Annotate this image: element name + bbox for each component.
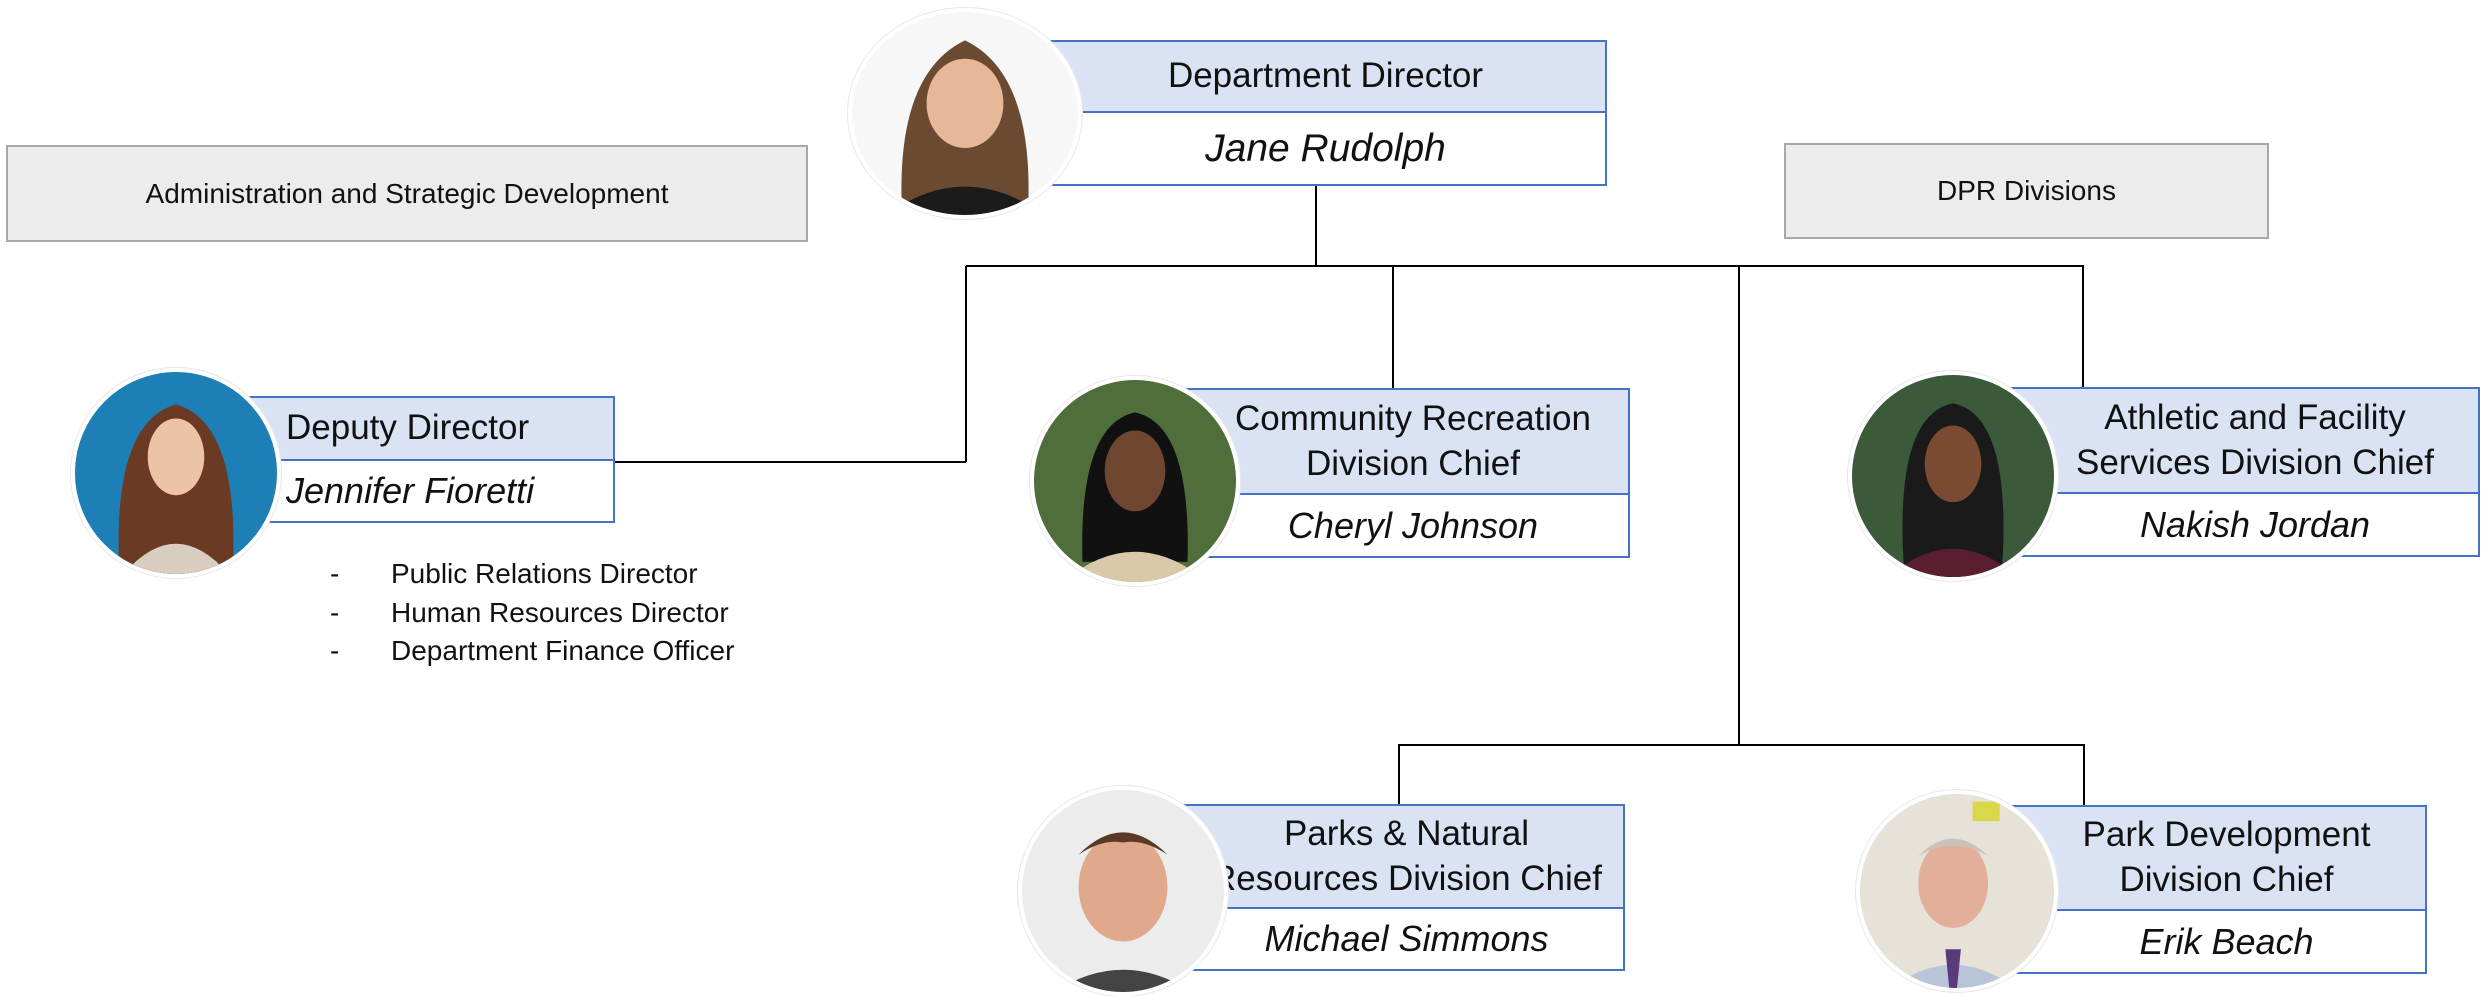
development-title-box: Park Development Division Chief <box>2006 805 2427 911</box>
community-name: Cheryl Johnson <box>1287 504 1539 546</box>
community-photo <box>1030 376 1240 586</box>
parks-title-box: Parks & Natural Resources Division Chief <box>1168 804 1625 909</box>
parks-title-line-1: Parks & Natural <box>1283 813 1530 853</box>
dpr-divisions-label: DPR Divisions <box>1937 175 2116 206</box>
director-title-box: Department Director <box>1044 40 1607 113</box>
corner-arc-decoration <box>2128 0 2208 4</box>
director-name-box: Jane Rudolph <box>1044 113 1607 186</box>
admin-strategic-label: Administration and Strategic Development <box>145 177 669 209</box>
athletic-title-line-2: Services Division Chief <box>2076 442 2434 482</box>
development-title-line-1: Park Development <box>2082 815 2371 855</box>
report-item-label: Human Resources Director <box>391 596 729 628</box>
deputy-reports-list: -Public Relations Director -Human Resour… <box>330 555 734 671</box>
parks-title-line-2: Resources Division Chief <box>1211 858 1602 898</box>
dpr-divisions-header: DPR Divisions <box>1784 143 2269 239</box>
admin-strategic-header: Administration and Strategic Development <box>6 145 808 242</box>
development-name: Erik Beach <box>2139 920 2314 962</box>
parks-name: Michael Simmons <box>1264 918 1549 959</box>
athletic-title-box: Athletic and Facility Services Division … <box>2010 387 2480 494</box>
development-name-box: Erik Beach <box>2006 911 2427 974</box>
list-item: -Public Relations Director <box>330 555 734 594</box>
director-title: Department Director <box>1167 56 1484 96</box>
community-title-box: Community Recreation Division Chief <box>1176 388 1630 495</box>
deputy-name: Jennifer Fioretti <box>286 470 535 511</box>
athletic-name: Nakish Jordan <box>2139 503 2371 545</box>
report-item-label: Department Finance Officer <box>391 635 735 666</box>
deputy-name-box: Jennifer Fioretti <box>244 461 615 523</box>
list-item: -Human Resources Director <box>330 594 734 633</box>
parks-photo <box>1018 786 1228 996</box>
community-title-line-2: Division Chief <box>1306 443 1520 483</box>
report-item-label: Public Relations Director <box>391 558 698 589</box>
parks-name-box: Michael Simmons <box>1168 909 1625 971</box>
development-photo <box>1856 790 2058 992</box>
athletic-title-line-1: Athletic and Facility <box>2104 397 2406 437</box>
deputy-title: Deputy Director <box>286 408 530 448</box>
community-name-box: Cheryl Johnson <box>1176 495 1630 558</box>
athletic-photo <box>1848 371 2058 581</box>
deputy-title-box: Deputy Director <box>244 396 615 461</box>
list-item: -Department Finance Officer <box>330 632 734 671</box>
athletic-name-box: Nakish Jordan <box>2010 494 2480 557</box>
deputy-photo <box>71 368 281 578</box>
director-name: Jane Rudolph <box>1205 126 1446 170</box>
director-photo <box>848 8 1082 219</box>
development-title-line-2: Division Chief <box>2119 860 2334 899</box>
community-title-line-1: Community Recreation <box>1235 398 1591 438</box>
